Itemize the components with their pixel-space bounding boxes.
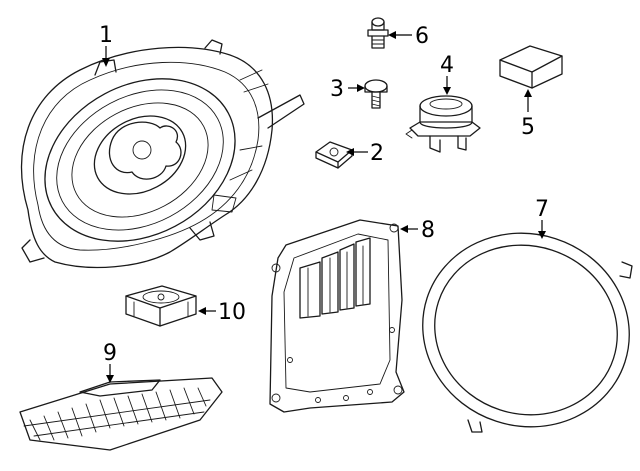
callout-10: 10: [218, 300, 246, 325]
headlamp-assembly: [20, 39, 305, 269]
led-fan-module: [125, 285, 197, 327]
led-heat-sink: [19, 377, 223, 451]
control-module-box: [499, 45, 563, 89]
callout-5: 5: [521, 115, 535, 140]
callout-2: 2: [370, 141, 384, 166]
callout-1: 1: [99, 23, 113, 48]
clip-nut: [315, 141, 353, 169]
callout-leaders: [102, 31, 546, 383]
callout-3: 3: [330, 77, 344, 102]
callout-6: 6: [415, 24, 429, 49]
headlamp-control-module: [269, 219, 405, 413]
screw: [364, 79, 388, 109]
callout-7: 7: [535, 197, 549, 222]
callout-8: 8: [421, 218, 435, 243]
headlamp-gasket: [422, 232, 633, 433]
bolt-small: [367, 17, 389, 49]
callout-4: 4: [440, 53, 454, 78]
leveling-actuator: [405, 95, 481, 153]
callout-9: 9: [103, 341, 117, 366]
